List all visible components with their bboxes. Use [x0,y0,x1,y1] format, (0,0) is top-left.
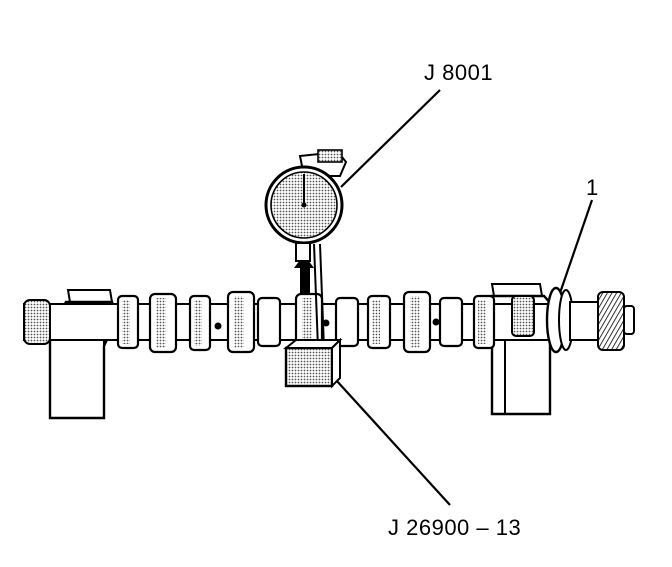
label-dial-gauge: J 8001 [424,60,494,85]
item1-leader-line [558,199,594,294]
dial-indicator [264,149,348,349]
magnetic-base [283,337,343,389]
base-leader-line [335,379,451,506]
camshaft [23,286,635,354]
label-gauge-base: J 26900 – 13 [388,515,522,540]
label-item-1: 1 [586,175,599,200]
gauge-leader-line [340,89,441,188]
